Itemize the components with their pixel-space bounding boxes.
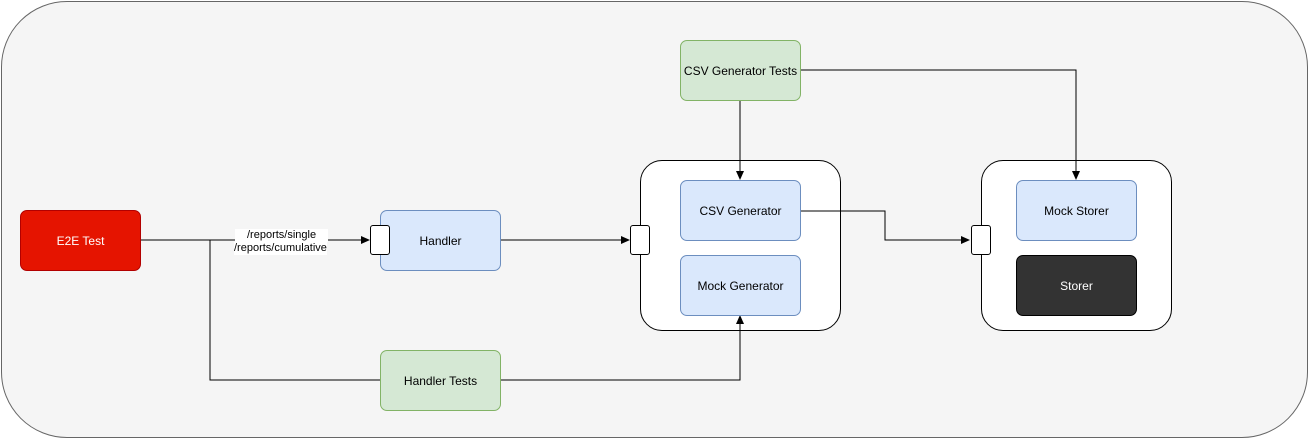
generator-input-port — [630, 225, 650, 255]
csv-generator-tests-node[interactable]: CSV Generator Tests — [680, 40, 801, 101]
storer-node[interactable]: Storer — [1016, 255, 1137, 316]
route-cumulative-label: /reports/cumulative — [234, 242, 327, 255]
mock-storer-node[interactable]: Mock Storer — [1016, 180, 1137, 241]
e2e-test-node[interactable]: E2E Test — [20, 210, 141, 271]
edge-csv-tests-to-mock-storer — [800, 69, 1080, 180]
edge-csv-generator-to-storer — [800, 210, 970, 244]
mock-generator-node[interactable]: Mock Generator — [680, 255, 801, 316]
storer-input-port — [971, 225, 991, 255]
handler-node[interactable]: Handler — [380, 210, 501, 271]
edge-e2e-to-handler-tests — [209, 240, 380, 381]
route-single-label: /reports/single — [235, 229, 329, 242]
handler-tests-node[interactable]: Handler Tests — [380, 350, 501, 411]
csv-generator-node[interactable]: CSV Generator — [680, 180, 801, 241]
handler-input-port — [370, 225, 390, 255]
edge-handler-tests-to-mock-generator — [500, 315, 744, 381]
